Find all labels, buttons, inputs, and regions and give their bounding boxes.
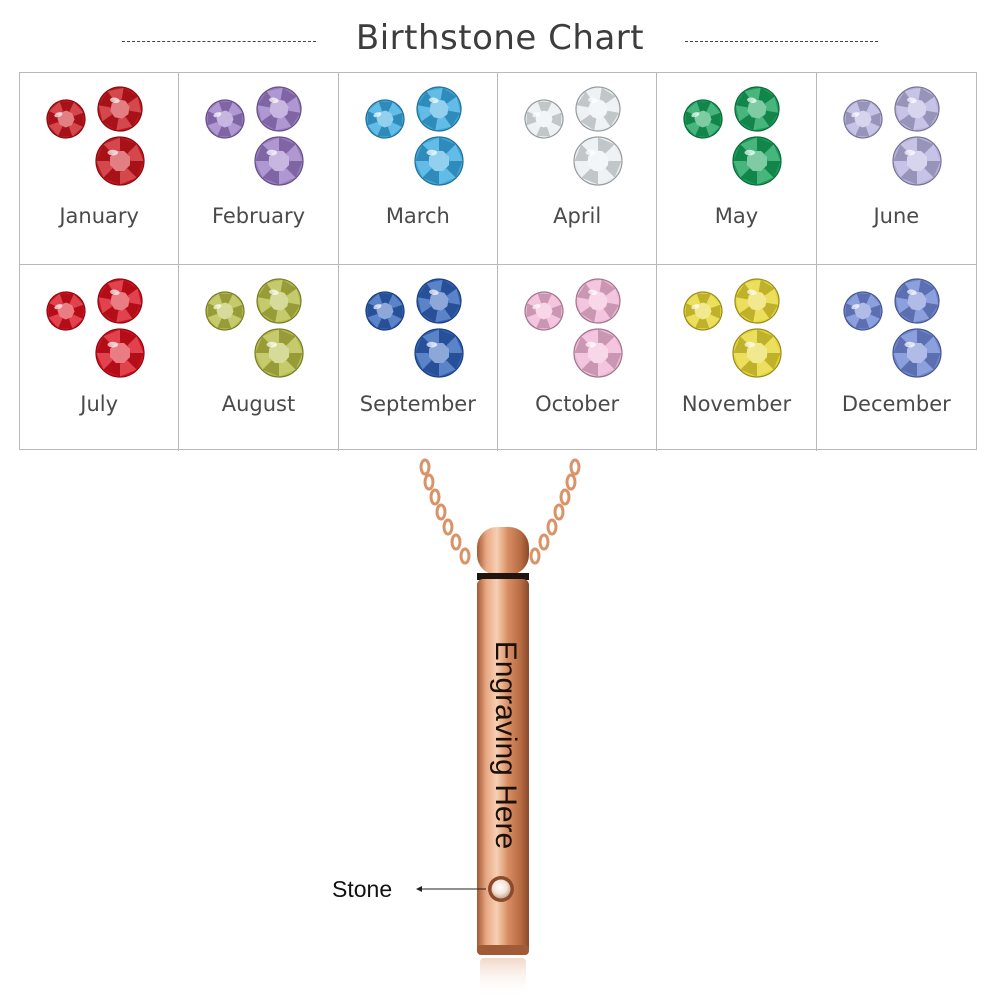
- gem-icon: [683, 278, 782, 378]
- birthstone-cell-october: October: [498, 265, 658, 451]
- engraving-text: Engraving Here: [489, 640, 522, 850]
- birthstone-cell-march: March: [338, 73, 498, 265]
- stone-label: Stone: [332, 876, 393, 902]
- stone-gem-icon: [491, 879, 511, 899]
- month-label: August: [221, 392, 296, 416]
- chart-header: Birthstone Chart: [0, 0, 1000, 72]
- birthstone-cell-september: September: [339, 265, 498, 451]
- month-label: November: [681, 392, 792, 416]
- birthstone-cell-february: February: [179, 73, 339, 265]
- chart-title: Birthstone Chart: [355, 18, 645, 58]
- birthstone-cell-may: May: [657, 73, 817, 265]
- gem-icon: [524, 86, 623, 186]
- birthstone-cell-august: August: [179, 265, 339, 451]
- month-label: February: [211, 204, 306, 228]
- month-label: December: [841, 392, 951, 416]
- month-label: July: [80, 392, 119, 416]
- gem-icon: [365, 86, 464, 186]
- month-label: April: [553, 204, 602, 228]
- gem-icon: [205, 86, 304, 186]
- title-dash-right: [685, 41, 878, 42]
- birthstone-cell-january: January: [20, 73, 180, 265]
- month-label: June: [873, 204, 920, 228]
- birthstone-cell-july: July: [20, 265, 180, 451]
- birthstone-cell-june: June: [816, 73, 976, 265]
- title-dash-left: [122, 41, 316, 42]
- month-label: May: [714, 204, 759, 228]
- gem-icon: [524, 278, 623, 378]
- month-label: October: [535, 392, 620, 416]
- gem-icon: [843, 86, 942, 186]
- chain-left: [419, 458, 471, 565]
- gem-icon: [46, 278, 145, 378]
- birthstone-cell-december: December: [817, 265, 976, 451]
- bar-pendant-necklace: [416, 458, 581, 998]
- birthstone-cell-april: April: [497, 73, 658, 265]
- month-label: March: [385, 204, 450, 228]
- gem-icon: [683, 86, 782, 186]
- birthstone-cell-november: November: [657, 265, 817, 451]
- gem-icon: [365, 278, 464, 378]
- gem-icon: [46, 86, 145, 186]
- month-label: January: [59, 204, 139, 228]
- gem-icon: [205, 278, 304, 378]
- gem-icon: [843, 278, 942, 378]
- chain-right: [529, 458, 581, 565]
- month-label: September: [359, 392, 476, 416]
